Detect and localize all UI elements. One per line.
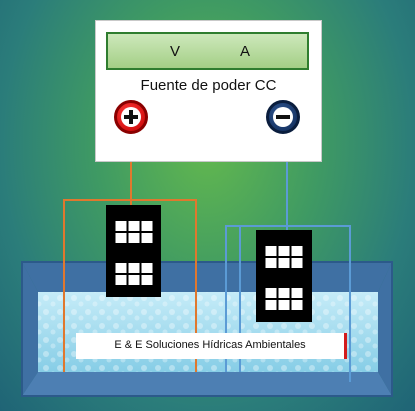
tank-label-box: E & E Soluciones Hídricas Ambientales [76,333,347,359]
negative-terminal [266,100,300,134]
power-supply-label: Fuente de poder CC [140,77,277,94]
electrode-window-top [115,221,152,243]
cathode-electrode [256,230,312,322]
current-readout: A [240,43,251,60]
meter-display: V A [106,32,309,70]
anode-electrode [106,205,161,297]
voltage-readout: V [170,43,181,60]
electrode-window-bottom [265,288,303,310]
electrode-window-bottom [115,263,152,285]
plus-icon [121,107,141,127]
company-label: E & E Soluciones Hídricas Ambientales [114,339,306,351]
minus-icon [273,107,293,127]
water-tank [21,261,393,397]
positive-terminal [114,100,148,134]
electrode-window-top [265,246,303,268]
power-supply: V A Fuente de poder CC [95,20,322,162]
